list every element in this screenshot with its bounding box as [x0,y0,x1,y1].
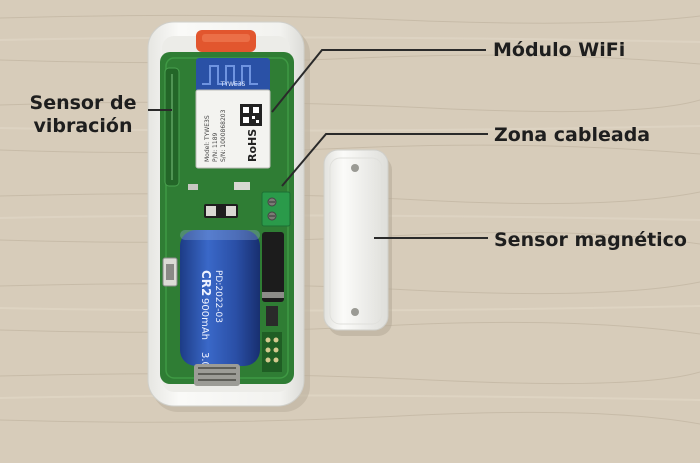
chip-pn-text: P/N: 1189 [212,132,219,162]
wiring-terminal-block [261,191,291,227]
battery-date-text: PD:2022-03 [213,270,223,323]
battery-voltage-text: 3.0V [199,352,210,375]
magnet-housing [323,149,389,331]
diode-component [262,232,284,302]
magnet-screw-hole-bottom [351,308,359,316]
magnet-screw-hole-top [351,164,359,172]
battery-cr2 [180,230,260,366]
callout-line-wifi [271,49,486,113]
chip-sn-text: S/N: 1000868203 [220,109,227,162]
chip-rohs-text: RoHS [246,129,259,162]
battery-capacity-text: 900mAh [199,298,210,340]
label-vibration-sensor: Sensor de vibración [29,92,137,137]
callout-line-wiring [281,133,488,187]
label-wiring-zone: Zona cableada [494,124,651,146]
chip-model-text: Model: TYWE3S [204,115,211,162]
label-magnetic-sensor: Sensor magnético [494,229,687,251]
chip-name-text: TYWE3S [220,81,246,88]
battery-type-text: CR2 [199,270,213,296]
label-wifi-module: Módulo WiFi [493,39,626,61]
